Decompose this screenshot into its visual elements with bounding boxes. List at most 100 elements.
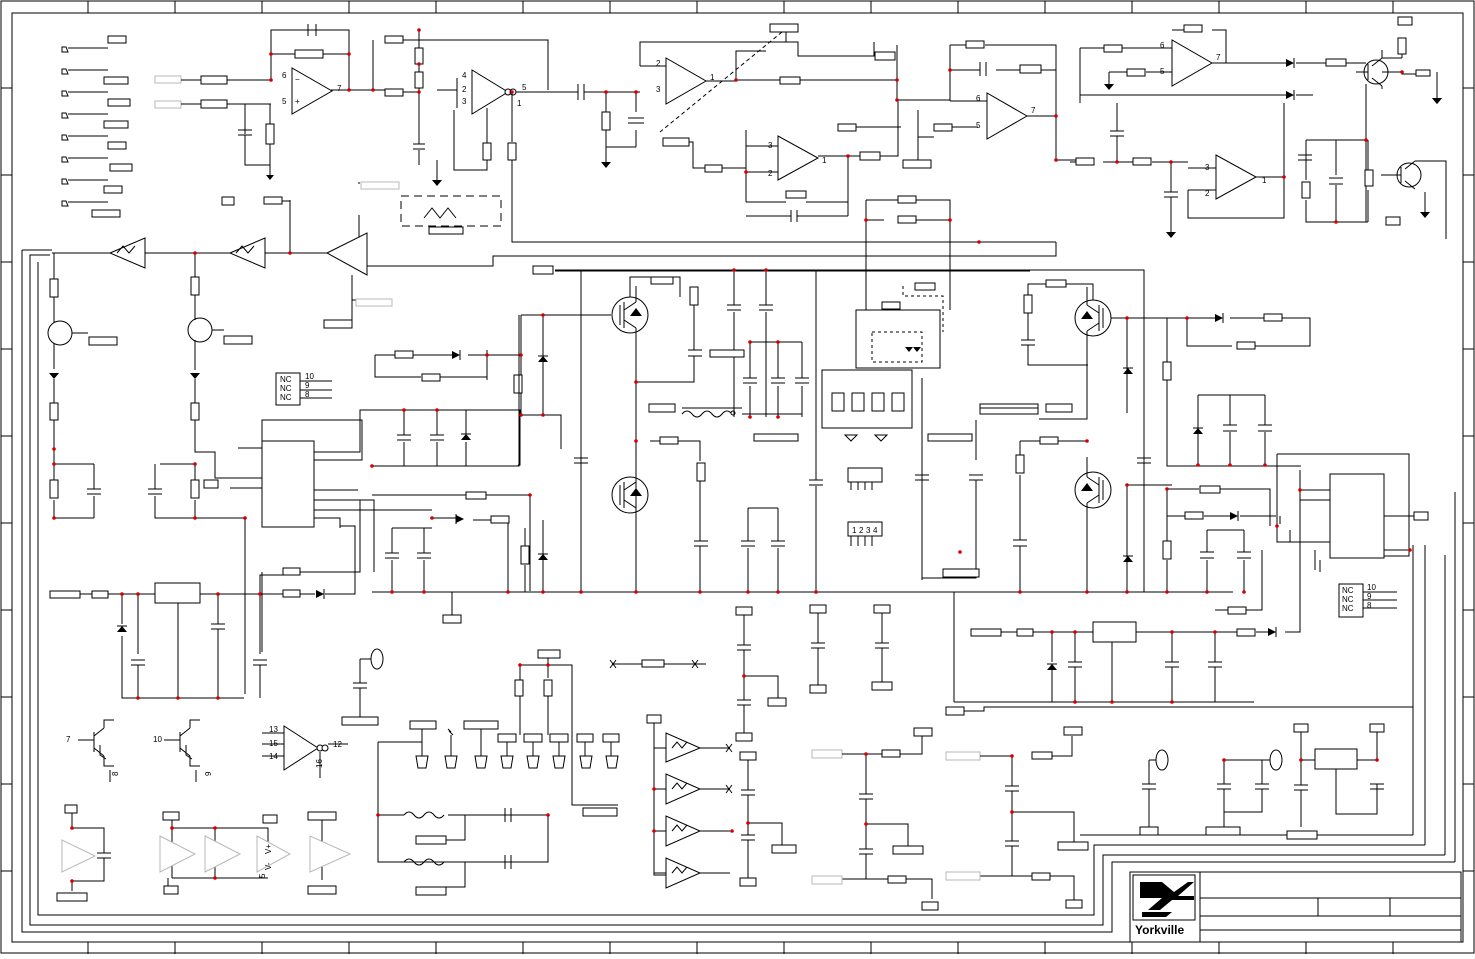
waveform-generator	[358, 181, 502, 235]
svg-text:14: 14	[269, 752, 278, 761]
transistor-q3	[47, 320, 73, 346]
power-decoupling-ghosts: V+ V- 5	[56, 804, 352, 902]
half-bridge-right	[915, 269, 1311, 593]
opamp-bottom	[283, 725, 319, 771]
svg-text:5: 5	[258, 873, 267, 878]
power-supply-right	[945, 470, 1413, 716]
svg-text:6: 6	[976, 94, 981, 103]
svg-text:2: 2	[859, 526, 864, 535]
opamp-u6-stage: 6 5 7	[1070, 24, 1366, 166]
svg-text:1: 1	[710, 73, 715, 82]
opamp-u5	[986, 92, 1029, 140]
bottom-transistor-symbols: 7 8 10 9 13 15 14 12 16	[66, 719, 348, 782]
svg-text:NC: NC	[280, 393, 292, 402]
opamp-u4	[777, 135, 820, 181]
opamp-u2	[471, 69, 509, 115]
svg-text:2: 2	[462, 85, 467, 94]
svg-text:3: 3	[462, 97, 467, 106]
bottom-cap-banks	[609, 604, 893, 742]
igbt-q-high-left	[611, 296, 649, 334]
title-block: Yorkville	[1129, 871, 1462, 943]
svg-text:7: 7	[1031, 106, 1036, 115]
svg-text:V+: V+	[264, 844, 273, 854]
svg-text:9: 9	[1367, 592, 1372, 601]
ac-sources	[341, 648, 1283, 836]
svg-text:12: 12	[333, 740, 342, 749]
svg-text:1: 1	[822, 156, 827, 165]
ground-frame-lines	[21, 249, 1456, 933]
svg-text:16: 16	[315, 759, 324, 768]
relay-right: NC NC NC 10 9 8	[1338, 583, 1397, 618]
svg-text:7: 7	[1216, 53, 1221, 62]
left-transistor-chain	[47, 276, 262, 519]
opamp-u7-stage: 3 2 1	[1164, 103, 1285, 238]
svg-text:10: 10	[305, 372, 314, 381]
brand-label: Yorkville	[1135, 923, 1184, 937]
svg-text:6: 6	[282, 71, 287, 80]
svg-text:1: 1	[1262, 176, 1267, 185]
svg-text:5: 5	[976, 121, 981, 130]
svg-text:4: 4	[873, 526, 878, 535]
svg-text:10: 10	[153, 735, 162, 744]
bottom-input-stages	[811, 726, 1089, 911]
svg-text:5: 5	[522, 83, 527, 92]
svg-text:9: 9	[305, 381, 310, 390]
opamp-u3-u4-stage: 2 3 1 3 2 1	[601, 23, 978, 222]
svg-text:1: 1	[852, 526, 857, 535]
svg-text:15: 15	[269, 739, 278, 748]
svg-text:8: 8	[1367, 601, 1372, 610]
svg-text:7: 7	[337, 84, 342, 93]
svg-text:3: 3	[866, 526, 871, 535]
input-opamp-stage: 6 5 7 − +	[154, 24, 404, 180]
svg-text:NC: NC	[280, 375, 292, 384]
svg-text:9: 9	[204, 771, 213, 776]
driver-amp	[325, 232, 368, 276]
junction-dots	[52, 28, 1412, 883]
svg-text:10: 10	[1367, 583, 1376, 592]
svg-text:7: 7	[66, 735, 71, 744]
svg-text:NC: NC	[1342, 604, 1354, 613]
ground-symbols	[1432, 98, 1442, 104]
transistor-q4	[187, 317, 213, 343]
svg-text:2: 2	[1205, 189, 1210, 198]
connector-array	[377, 649, 620, 896]
igbt-q-high-right	[1074, 299, 1112, 337]
opamp-u1	[291, 67, 334, 115]
svg-text:6: 6	[1160, 41, 1165, 50]
svg-text:NC: NC	[280, 384, 292, 393]
svg-text:4: 4	[462, 71, 467, 80]
svg-text:+: +	[295, 97, 300, 106]
svg-text:1: 1	[517, 99, 522, 108]
relay-left: NC NC NC 10 9 8	[275, 372, 332, 406]
gate-driver-ic-right	[1276, 453, 1429, 572]
svg-text:8: 8	[111, 771, 120, 776]
opamp-u3	[665, 57, 708, 105]
svg-text:2: 2	[656, 59, 661, 68]
power-supply-left	[49, 500, 361, 699]
opamp-u7	[1215, 154, 1258, 200]
comparator-stack	[646, 714, 797, 889]
svg-text:5: 5	[282, 97, 287, 106]
svg-text:8: 8	[305, 390, 310, 399]
svg-text:2: 2	[768, 169, 773, 178]
half-bridge-left	[372, 265, 1030, 702]
opto-block: 1 2 3 4	[821, 195, 951, 546]
igbt-q-low-left	[611, 476, 649, 514]
svg-text:13: 13	[269, 725, 278, 734]
output-inductor-left	[648, 270, 823, 592]
opamp-u6	[1171, 39, 1214, 87]
svg-text:−: −	[295, 75, 300, 84]
svg-text:NC: NC	[1342, 595, 1354, 604]
svg-text:V-: V-	[264, 862, 273, 870]
svg-text:3: 3	[656, 85, 661, 94]
input-connector-labels	[61, 35, 133, 218]
yorkville-logo-icon	[1132, 874, 1196, 921]
gate-driver-ic	[230, 409, 521, 572]
aux-regulator	[1286, 723, 1385, 840]
igbt-q-low-right	[1074, 471, 1112, 509]
opamp-u2-stage: 4 2 3 5 1	[403, 30, 1056, 243]
output-transistors	[1298, 16, 1447, 239]
opamp-u5-stage: 6 5 7	[897, 40, 1076, 161]
